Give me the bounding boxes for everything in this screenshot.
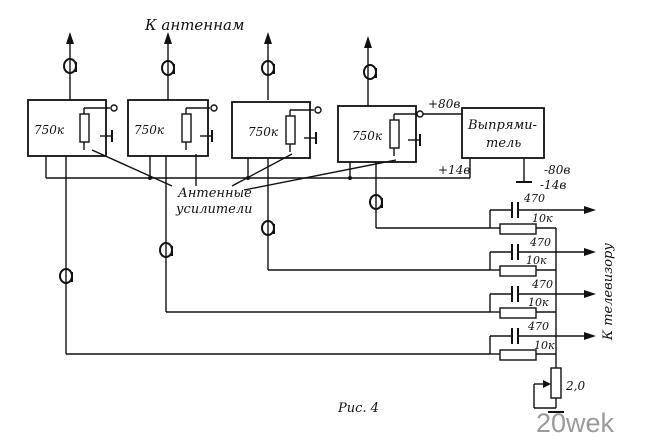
amplifier-1: 750к <box>27 99 118 157</box>
amplifier-resistor-label: 750к <box>352 129 383 143</box>
capacitor-label: 470 <box>523 192 545 205</box>
antenna-amplifiers-label-line2: усилители <box>175 202 253 217</box>
antenna-amplifiers-label-line1: Антенные <box>177 186 252 201</box>
output-stage-2: 470 10к <box>489 236 596 277</box>
output-stage-1: 470 10к <box>489 192 596 235</box>
amplifier-2: 750к <box>127 99 218 157</box>
minus-80v-label: -80в <box>544 163 570 177</box>
antenna-plugs-top <box>63 58 377 80</box>
callout-lines <box>91 149 397 191</box>
to-tv-label: К телевизору <box>601 243 616 341</box>
amplifier-resistor-label: 750к <box>134 123 165 137</box>
amplifier-resistor-label: 750к <box>34 123 65 137</box>
capacitor-label: 470 <box>531 278 553 291</box>
minus-14v-label: -14в <box>540 178 566 192</box>
capacitor-label: 470 <box>527 320 549 333</box>
output-lines <box>59 156 490 355</box>
resistor-label: 10к <box>532 212 553 225</box>
rectifier-label-line2: тель <box>486 136 521 151</box>
amplifier-3: 750к <box>231 101 322 159</box>
resistor-label: 10к <box>528 296 549 309</box>
plus-80v-label: +80в <box>428 97 460 111</box>
antenna-arrows <box>66 32 372 110</box>
output-stage-3: 470 10к <box>489 278 596 319</box>
supply-bus <box>45 156 471 180</box>
watermark: 20wek <box>536 408 615 438</box>
plus-14v-label: +14в <box>438 163 470 177</box>
capacitor-label: 470 <box>529 236 551 249</box>
rectifier-label-line1: Выпрями- <box>467 118 537 133</box>
figure-caption: Рис. 4 <box>337 401 379 416</box>
resistor-label: 10к <box>534 339 555 352</box>
amplifier-4: 750к <box>337 105 424 163</box>
rectifier: Выпрями- тель <box>461 107 545 159</box>
resistor-label: 10к <box>526 254 547 267</box>
amplifier-resistor-label: 750к <box>248 125 279 139</box>
potentiometer: 2,0 <box>533 228 585 413</box>
to-antennas-label: К антеннам <box>144 16 244 34</box>
potentiometer-label: 2,0 <box>565 379 585 393</box>
output-stage-4: 470 10к <box>489 320 596 361</box>
